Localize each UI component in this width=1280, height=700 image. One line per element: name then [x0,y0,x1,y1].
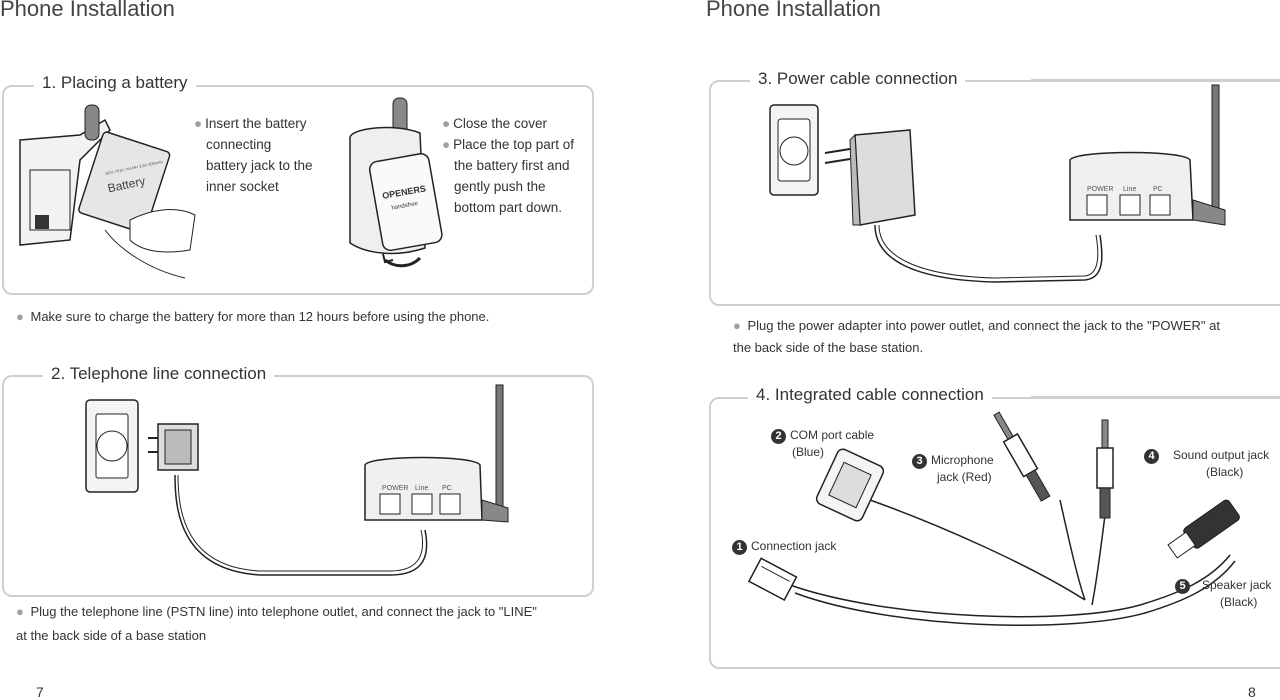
section-3-note: ● Plug the power adapter into power outl… [733,315,1273,337]
power-cable-illustration: POWER Line PC [769,84,1226,283]
step-b-line-1: Close the cover [453,116,547,131]
cover-close-illustration: OPENERS handsfree [349,97,443,268]
port-label-pc: PC [442,485,452,492]
callout-number-2: 2 [771,429,786,444]
section-2-title: 2. Telephone line connection [43,364,275,384]
bullet: ● [733,318,741,333]
cover-sub: handsfree [391,201,419,212]
telephone-line-illustration: POWER Line PC [85,384,509,576]
port-label-line: Line [1123,186,1136,193]
step-b-text: ●Close the cover ●Place the top part of … [442,113,587,218]
port-label-line: Line [415,485,428,492]
port-label-pc: PC [1153,186,1163,193]
port-label-power: POWER [382,485,408,492]
callout-com-port: 2 COM port cable (Blue) [771,427,874,460]
page-title-right: Phone Installation [706,0,881,21]
callout-speaker-jack: 5 Speaker jack (Black) [1175,577,1271,610]
callout-number-1: 1 [732,540,747,555]
step-a-line-2: connecting [206,137,272,152]
callout-number-3: 3 [912,454,927,469]
section-1-title: 1. Placing a battery [34,73,196,93]
section-3-note-line-1: Plug the power adapter into power outlet… [747,318,1220,333]
section-1-note-text: Make sure to charge the battery for more… [30,309,490,324]
bullet: ● [194,116,203,131]
section-1-note: ● Make sure to charge the battery for mo… [16,306,489,328]
callout-text-3b: jack (Red) [937,470,992,484]
step-a-text: ●Insert the battery connecting battery j… [194,113,324,197]
step-a-line-1: Insert the battery [205,116,307,131]
section-2-note-2: at the back side of a base station [16,628,207,643]
integrated-cable-illustration [747,411,1240,626]
step-a-line-4: inner socket [206,179,279,194]
section-2-note-line-1: Plug the telephone line (PSTN line) into… [30,604,537,619]
battery-insert-illustration: Battery NPX-7010 / NI-MH 3.6V 400mAh [19,104,196,279]
callout-sound-output: 4 Sound output jack (Black) [1144,447,1269,480]
callout-text-4b: (Black) [1206,465,1244,479]
callout-text-3a: Microphone [931,453,994,467]
callout-microphone: 3 Microphone jack (Red) [912,452,994,485]
section-4-title-line [1031,396,1280,398]
step-b-line-4: gently push the [454,179,546,194]
bullet: ● [442,137,451,152]
callout-connection-jack: 1 Connection jack [732,538,836,555]
step-b-line-5: bottom part down. [454,200,563,215]
section-3-note-2: the back side of the base station. [733,340,924,355]
page-title-left: Phone Installation [0,0,175,21]
step-b-line-3: the battery first and [454,158,570,173]
section-3-title: 3. Power cable connection [750,69,966,89]
section-4-title: 4. Integrated cable connection [748,385,992,405]
section-2-note: ● Plug the telephone line (PSTN line) in… [16,601,596,623]
callout-text-2a: COM port cable [790,428,875,442]
step-b-line-2: Place the top part of [453,137,574,152]
bullet: ● [16,309,24,324]
page-number-left: 7 [36,684,44,700]
callout-number-4: 4 [1144,449,1159,464]
callout-number-5: 5 [1175,579,1190,594]
bullet: ● [16,604,24,619]
callout-text-2b: (Blue) [792,445,825,459]
callout-text-5b: (Black) [1220,595,1258,609]
callout-text-4a: Sound output jack [1173,448,1270,462]
callout-text-1: Connection jack [751,539,837,553]
bullet: ● [442,116,451,131]
step-a-line-3: battery jack to the [206,158,313,173]
page-number-right: 8 [1248,684,1256,700]
section-3-title-line [1031,79,1280,81]
port-label-power: POWER [1087,186,1113,193]
callout-text-5a: Speaker jack [1202,578,1272,592]
